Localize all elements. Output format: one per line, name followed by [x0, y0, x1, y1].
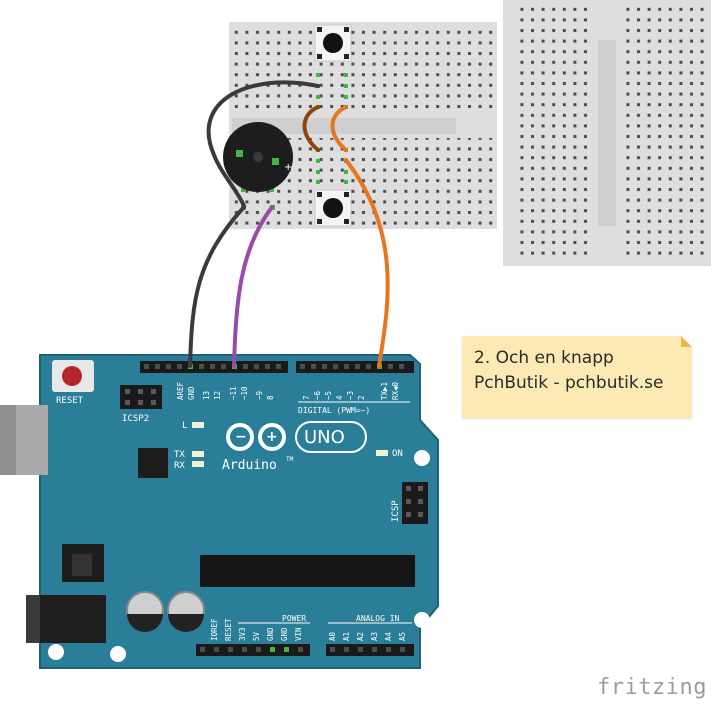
digital-pin-label-10: ~5	[324, 391, 333, 400]
wire-button-link-2	[330, 105, 348, 152]
wire-pin2	[344, 158, 390, 368]
arduino-word: Arduino	[222, 458, 277, 473]
digital-pin-label-3: 12	[213, 391, 222, 400]
svg-text:−: −	[235, 429, 247, 445]
digital-pin-label-4: ~11	[229, 386, 238, 400]
digital-pin-label-15: RX◀0	[391, 381, 400, 400]
digital-pin-label-14: TX▶1	[380, 382, 389, 400]
uno-badge	[295, 421, 367, 453]
tm-mark: TM	[286, 456, 294, 463]
wire-buzzer-gnd	[206, 80, 320, 208]
fritzing-watermark: fritzing	[597, 675, 707, 700]
power-label: POWER	[282, 614, 306, 623]
digital-pin-label-11: 4	[335, 395, 344, 400]
pushbutton-bottom[interactable]	[314, 189, 352, 227]
buzzer: +	[223, 122, 293, 192]
digital-pin-label-7: 8	[266, 395, 275, 400]
digital-pin-label-5: ~10	[240, 386, 249, 400]
microcontroller-chip	[200, 555, 415, 587]
power-pin-label-3: 5V	[252, 631, 261, 641]
digital-pin-label-12: ~3	[346, 391, 355, 400]
led-l-label: L	[182, 421, 187, 431]
digital-pin-label-0: AREF	[176, 381, 185, 400]
digital-pin-label-2: 13	[202, 391, 211, 400]
uno-text: UNO	[304, 427, 345, 448]
power-pin-label-0: IOREF	[210, 618, 219, 641]
digital-pin-label-9: ~6	[313, 390, 322, 400]
digital-pin-label-8: 7	[302, 395, 311, 400]
icsp2-label: ICSP2	[122, 414, 149, 424]
svg-text:+: +	[284, 162, 292, 173]
icsp-label: ICSP	[391, 500, 401, 522]
led-tx-label: TX	[174, 450, 185, 460]
power-pin-label-6: VIN	[294, 627, 303, 641]
analog-pin-label-0: A0	[328, 631, 337, 641]
reset-label: RESET	[56, 396, 84, 406]
board-labels: RESET ICSP2 ICSP Arduino TM UNO L TX RX …	[56, 396, 403, 623]
power-pin-label-1: RESET	[224, 618, 233, 641]
analog-pin-label-4: A4	[384, 631, 393, 641]
on-label: ON	[392, 449, 403, 459]
digital-label: DIGITAL (PWM=~)	[298, 406, 370, 415]
reset-button[interactable]	[62, 366, 82, 386]
arduino-uno: − +	[0, 354, 439, 669]
digital-pin-label-1: GND	[187, 386, 196, 400]
breadboard-side	[503, 0, 711, 266]
digital-pin-label-6: ~9	[255, 391, 264, 400]
digital-pin-label-13: 2	[357, 395, 366, 400]
breadboard-mini	[229, 22, 497, 229]
wire-button-link	[302, 105, 320, 152]
caption-note: 2. Och en knapp PchButik - pchbutik.se	[462, 336, 692, 418]
power-pin-label-2: 3V3	[238, 627, 247, 641]
power-pin-label-5: GND	[280, 627, 289, 641]
analog-pin-label-1: A1	[342, 632, 351, 641]
analog-pin-label-3: A3	[370, 632, 379, 641]
analog-pin-label-2: A2	[356, 632, 365, 641]
svg-text:+: +	[266, 429, 278, 445]
power-pin-label-4: GND	[266, 627, 275, 641]
pushbutton-top[interactable]	[314, 24, 352, 62]
note-line-2: PchButik - pchbutik.se	[474, 373, 664, 393]
power-header	[196, 644, 310, 656]
arduino-logo	[226, 423, 286, 451]
wire-gnd	[188, 205, 246, 368]
analog-pin-label-5: A5	[398, 632, 407, 641]
wire-pin11	[232, 205, 274, 368]
led-rx-label: RX	[174, 461, 185, 471]
analog-label: ANALOG IN	[356, 614, 400, 623]
note-line-1: 2. Och en knapp	[474, 348, 614, 368]
